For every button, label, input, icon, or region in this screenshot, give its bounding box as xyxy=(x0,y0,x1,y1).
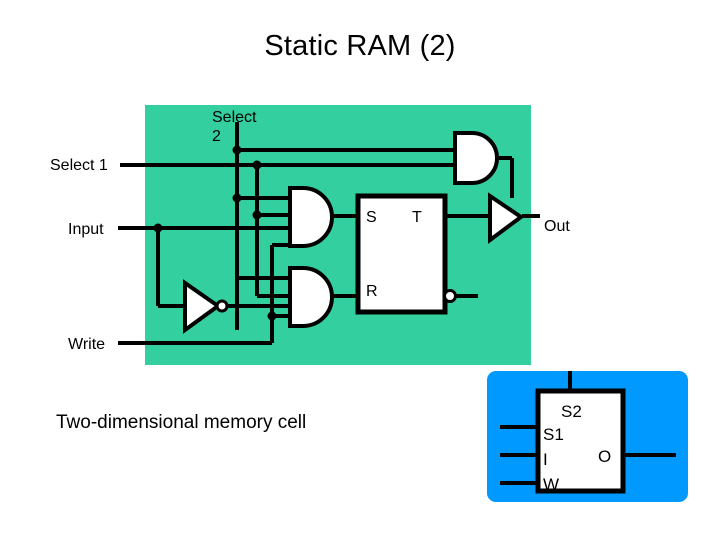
diagram-caption: Two-dimensional memory cell xyxy=(56,412,307,433)
circuit-wiring xyxy=(118,122,540,345)
select-1-label: Select 1 xyxy=(50,157,108,174)
wire-junction-dots xyxy=(153,145,277,321)
symbol-wiring xyxy=(500,371,676,485)
inverter-input xyxy=(183,279,229,334)
symbol-pin-o: O xyxy=(598,447,611,466)
input-label: Input xyxy=(68,221,104,238)
true-output-label: T xyxy=(412,209,422,226)
sr-flip-flop xyxy=(355,193,457,315)
out-label: Out xyxy=(544,218,570,235)
symbol-pin-s2: S2 xyxy=(561,402,582,421)
symbol-pin-s1: S1 xyxy=(543,425,564,444)
and-gate-reset xyxy=(288,266,334,328)
tristate-output-buffer xyxy=(488,192,525,244)
reset-pin-label: R xyxy=(366,283,378,300)
write-label: Write xyxy=(68,336,106,353)
set-pin-label: S xyxy=(366,209,377,226)
and-gate-set xyxy=(288,186,334,248)
symbol-pin-w: W xyxy=(543,475,559,494)
and-gate-read xyxy=(453,131,499,185)
symbol-body xyxy=(535,388,626,494)
symbol-pin-i: I xyxy=(543,450,548,469)
page-title: Static RAM (2) xyxy=(264,30,456,62)
